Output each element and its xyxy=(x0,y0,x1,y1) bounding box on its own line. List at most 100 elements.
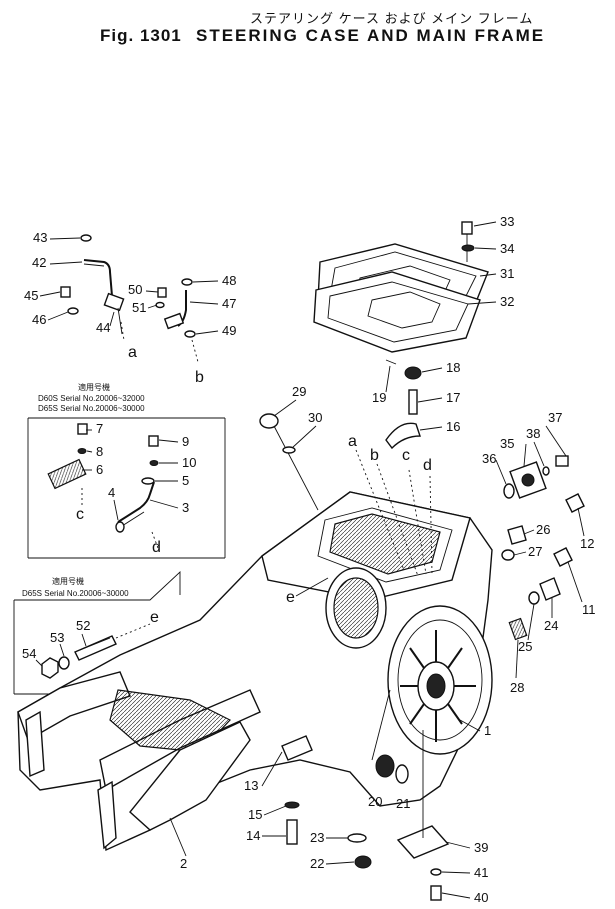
label-23: 23 xyxy=(310,830,324,845)
rod-30 xyxy=(273,425,319,511)
bolt-7 xyxy=(77,423,88,435)
bolt-14 xyxy=(286,819,298,845)
label-19: 19 xyxy=(372,390,386,405)
label-13: 13 xyxy=(244,778,258,793)
leader-lines xyxy=(295,449,433,597)
letter-a-main: a xyxy=(348,433,357,450)
label-32: 32 xyxy=(500,294,514,309)
label-8: 8 xyxy=(96,444,103,459)
pin-17 xyxy=(408,389,418,415)
label-10: 10 xyxy=(182,455,196,470)
bolt-37 xyxy=(555,455,569,467)
washer-38 xyxy=(542,466,550,476)
oring-21 xyxy=(395,764,409,784)
box2-serial-1: D65S Serial No.20006~30000 xyxy=(22,589,129,598)
bolt-50 xyxy=(157,287,167,298)
label-34: 34 xyxy=(500,241,514,256)
label-44: 44 xyxy=(96,320,110,335)
label-39: 39 xyxy=(474,840,488,855)
label-42: 42 xyxy=(32,255,46,270)
plug-28 xyxy=(508,617,528,641)
plug-22 xyxy=(354,855,372,869)
label-21: 21 xyxy=(396,796,410,811)
nut-18 xyxy=(404,366,422,380)
label-29: 29 xyxy=(292,384,306,399)
label-22: 22 xyxy=(310,856,324,871)
bolt-45 xyxy=(60,286,71,298)
label-15: 15 xyxy=(248,807,262,822)
letter-d-main: d xyxy=(423,457,432,474)
bolt-9 xyxy=(148,435,159,447)
gasket-36 xyxy=(503,483,515,499)
figure-number: Fig. 1301 xyxy=(100,26,182,45)
washer-46 xyxy=(67,307,79,315)
plug-11 xyxy=(553,547,573,567)
letter-d-box: d xyxy=(152,539,161,556)
label-36: 36 xyxy=(482,451,496,466)
rail-end-left xyxy=(25,710,45,778)
pin-19 xyxy=(385,359,397,365)
label-4: 4 xyxy=(108,485,115,500)
label-25: 25 xyxy=(518,639,532,654)
washer-41 xyxy=(430,868,442,876)
label-43: 43 xyxy=(33,230,47,245)
washer-53 xyxy=(58,656,70,670)
label-30: 30 xyxy=(308,410,322,425)
pipe-3 xyxy=(117,481,155,523)
label-9: 9 xyxy=(182,434,189,449)
letter-c-main: c xyxy=(402,447,410,464)
knob-29 xyxy=(259,413,279,429)
flange-44 xyxy=(103,292,125,312)
stud-52 xyxy=(74,635,117,661)
part-43 xyxy=(80,234,92,242)
bottom-parts xyxy=(281,689,450,901)
label-33: 33 xyxy=(500,214,514,229)
label-53: 53 xyxy=(50,630,64,645)
oring-4 xyxy=(115,521,125,533)
label-26: 26 xyxy=(536,522,550,537)
label-52: 52 xyxy=(76,618,90,633)
bracket-6 xyxy=(47,458,87,490)
label-20: 20 xyxy=(368,794,382,809)
label-47: 47 xyxy=(222,296,236,311)
callout-labels: 43 42 45 46 44 a 50 51 48 47 49 b 33 34 … xyxy=(22,214,596,905)
label-50: 50 xyxy=(128,282,142,297)
cover-39 xyxy=(396,825,450,859)
box1-title: 適用号機 xyxy=(78,382,110,392)
frame-front-bracket xyxy=(129,721,251,831)
label-16: 16 xyxy=(446,419,460,434)
label-35: 35 xyxy=(500,436,514,451)
letter-a-top: a xyxy=(128,344,137,361)
label-11: 11 xyxy=(582,602,596,617)
plug-24 xyxy=(539,577,561,601)
label-45: 45 xyxy=(24,288,38,303)
letter-b-top: b xyxy=(195,369,204,386)
label-24: 24 xyxy=(544,618,558,633)
japanese-title: ステアリング ケース および メイン フレーム xyxy=(250,11,534,26)
label-6: 6 xyxy=(96,462,103,477)
letter-c-box: c xyxy=(76,506,84,523)
label-17: 17 xyxy=(446,390,460,405)
label-12: 12 xyxy=(580,536,594,551)
box1-serial-2: D65S Serial No.20006~30000 xyxy=(38,404,145,413)
steering-internal-parts xyxy=(259,359,422,511)
bracket-13 xyxy=(281,735,313,761)
label-31: 31 xyxy=(500,266,514,281)
main-frame xyxy=(17,491,493,852)
oring-27 xyxy=(501,549,515,561)
label-37: 37 xyxy=(548,410,562,425)
bolt-40 xyxy=(430,885,442,901)
label-1: 1 xyxy=(484,723,491,738)
box1-serial-1: D60S Serial No.20006~32000 xyxy=(38,394,145,403)
oring-25 xyxy=(528,591,540,605)
flange-5 xyxy=(141,477,155,485)
bolt-33-head xyxy=(461,221,473,235)
yoke-16 xyxy=(385,422,421,450)
letter-b-main: b xyxy=(370,447,379,464)
label-7: 7 xyxy=(96,421,103,436)
plug-26 xyxy=(507,525,527,545)
washer-8 xyxy=(77,448,87,454)
label-27: 27 xyxy=(528,544,542,559)
label-28: 28 xyxy=(510,680,524,695)
